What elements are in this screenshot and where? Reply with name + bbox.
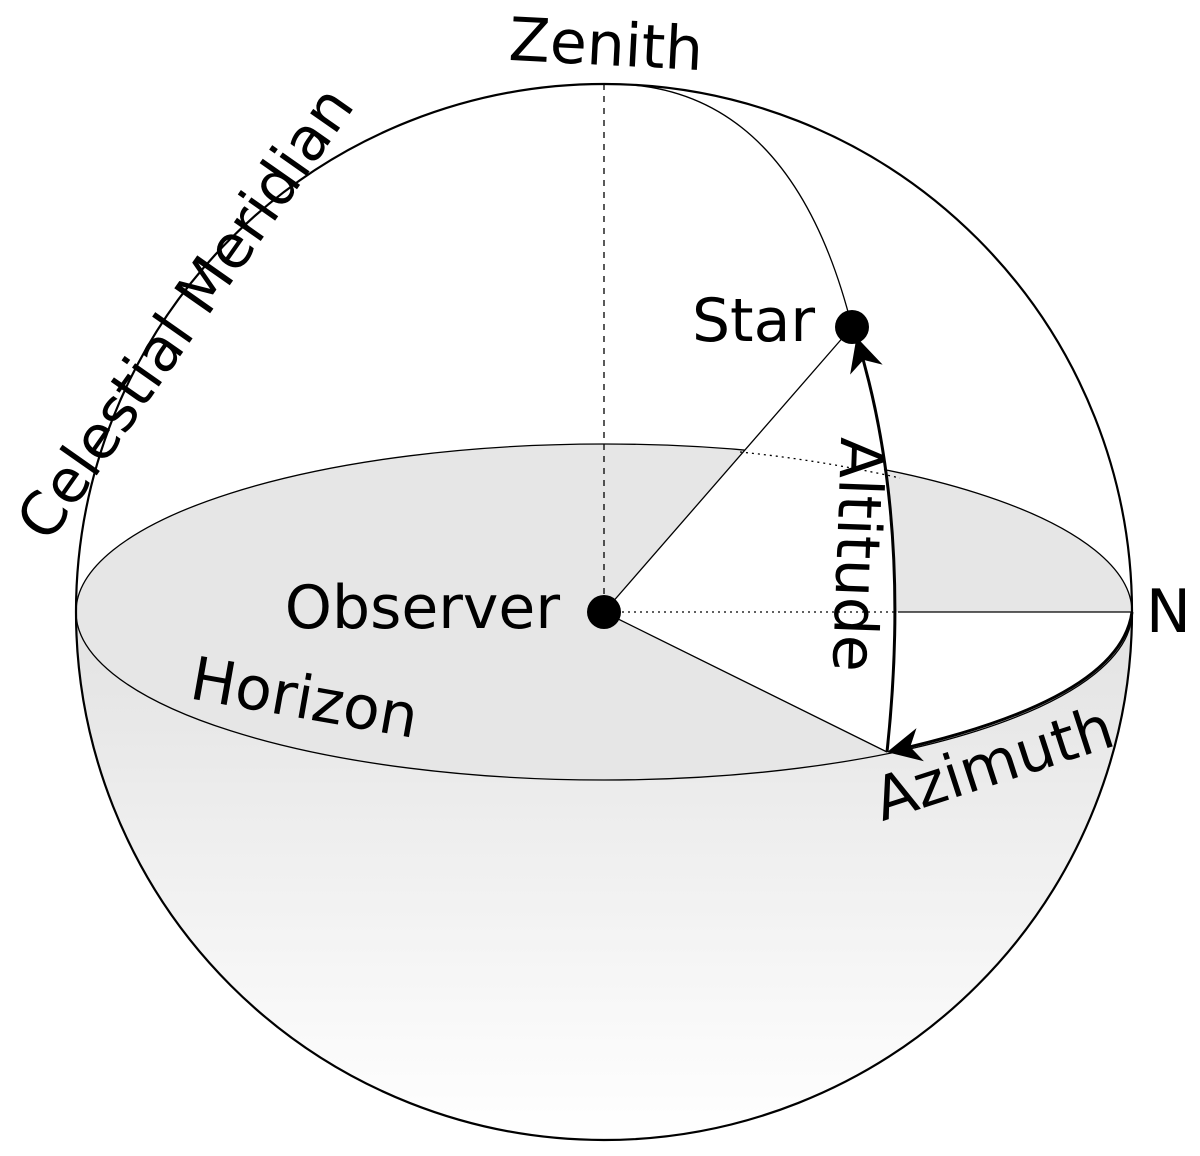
zenith-star-arc bbox=[603, 83, 853, 328]
star-label: Star bbox=[692, 286, 815, 356]
observer-label: Observer bbox=[285, 573, 561, 643]
altitude-label: Altitude bbox=[818, 436, 896, 673]
altitude-arrow bbox=[850, 337, 897, 753]
horizon-back-dotted bbox=[739, 451, 901, 479]
observer-point bbox=[587, 595, 621, 629]
altitude-plane bbox=[604, 327, 895, 752]
north-label: N bbox=[1146, 577, 1191, 647]
star-point bbox=[835, 310, 869, 344]
observer-azimuth-line bbox=[603, 611, 888, 753]
observer-star-line bbox=[603, 326, 853, 613]
zenith-label: Zenith bbox=[507, 5, 705, 85]
azimuth-arrow bbox=[887, 611, 1134, 762]
